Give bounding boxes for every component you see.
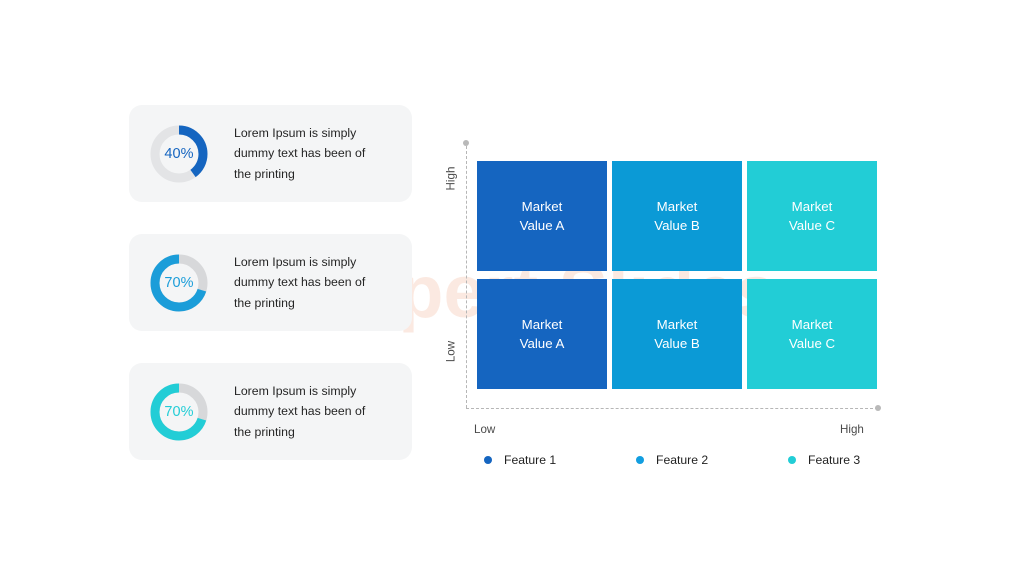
- x-axis-label-low: Low: [474, 423, 496, 436]
- donut-value-label: 70%: [164, 403, 194, 420]
- matrix-cell[interactable]: Market Value B: [612, 279, 742, 389]
- donut-chart-2: 70%: [147, 251, 211, 315]
- matrix-cell[interactable]: Market Value B: [612, 161, 742, 271]
- matrix-cell[interactable]: Market Value C: [747, 279, 877, 389]
- legend-label: Feature 1: [504, 453, 557, 467]
- stat-card-text-line2: dummy text has been of: [234, 404, 366, 419]
- legend-dot-icon: [636, 456, 644, 464]
- stat-card-text: Lorem Ipsum is simply dummy text has bee…: [234, 123, 365, 184]
- matrix-cell-line1: Market: [521, 199, 563, 214]
- legend-dot-icon: [788, 456, 796, 464]
- y-axis-end-dot: [463, 140, 469, 146]
- x-axis-label-high: High: [840, 423, 864, 436]
- stat-card[interactable]: 70% Lorem Ipsum is simply dummy text has…: [129, 234, 412, 331]
- matrix-cell-line1: Market: [791, 199, 833, 214]
- matrix-cell-line2: Value B: [654, 218, 700, 233]
- matrix-cell-line1: Market: [791, 317, 833, 332]
- matrix-cell-line2: Value B: [654, 336, 700, 351]
- x-axis-end-dot: [875, 405, 881, 411]
- matrix-cell[interactable]: Market Value A: [477, 279, 607, 389]
- stat-card-text-line2: dummy text has been of: [234, 146, 366, 161]
- y-axis-label-low: Low: [444, 340, 458, 363]
- donut-value-label: 70%: [164, 274, 194, 291]
- legend-item-feature-1[interactable]: Feature 1: [484, 453, 556, 467]
- matrix-cell-line2: Value A: [519, 218, 565, 233]
- donut-chart-1: 40%: [147, 122, 211, 186]
- matrix-cell[interactable]: Market Value A: [477, 161, 607, 271]
- stat-card-text: Lorem Ipsum is simply dummy text has bee…: [234, 381, 365, 442]
- matrix-cell[interactable]: Market Value C: [747, 161, 877, 271]
- donut-chart-3: 70%: [147, 380, 211, 444]
- y-axis-label-high: High: [444, 166, 458, 191]
- matrix-cell-line1: Market: [656, 199, 698, 214]
- stat-card-text-line2: dummy text has been of: [234, 275, 366, 290]
- legend-label: Feature 3: [808, 453, 861, 467]
- y-axis-line: [466, 146, 467, 408]
- legend-dot-icon: [484, 456, 492, 464]
- stat-card-text-line1: Lorem Ipsum is simply: [234, 126, 357, 141]
- x-axis-line: [466, 408, 878, 409]
- stat-card-text-line3: the printing: [234, 295, 295, 310]
- matrix-cell-line1: Market: [656, 317, 698, 332]
- stat-card[interactable]: 40% Lorem Ipsum is simply dummy text has…: [129, 105, 412, 202]
- stat-card-text-line1: Lorem Ipsum is simply: [234, 255, 357, 270]
- legend-item-feature-2[interactable]: Feature 2: [636, 453, 708, 467]
- matrix-cell-line1: Market: [521, 317, 563, 332]
- legend-item-feature-3[interactable]: Feature 3: [788, 453, 860, 467]
- stat-card-text-line3: the printing: [234, 424, 295, 439]
- donut-value-label: 40%: [164, 145, 194, 162]
- matrix-cell-line2: Value C: [788, 218, 836, 233]
- stat-card-text: Lorem Ipsum is simply dummy text has bee…: [234, 252, 365, 313]
- matrix-cell-line2: Value A: [519, 336, 565, 351]
- legend-label: Feature 2: [656, 453, 709, 467]
- stat-card[interactable]: 70% Lorem Ipsum is simply dummy text has…: [129, 363, 412, 460]
- stat-card-text-line1: Lorem Ipsum is simply: [234, 384, 357, 399]
- matrix-cell-line2: Value C: [788, 336, 836, 351]
- stat-card-text-line3: the printing: [234, 166, 295, 181]
